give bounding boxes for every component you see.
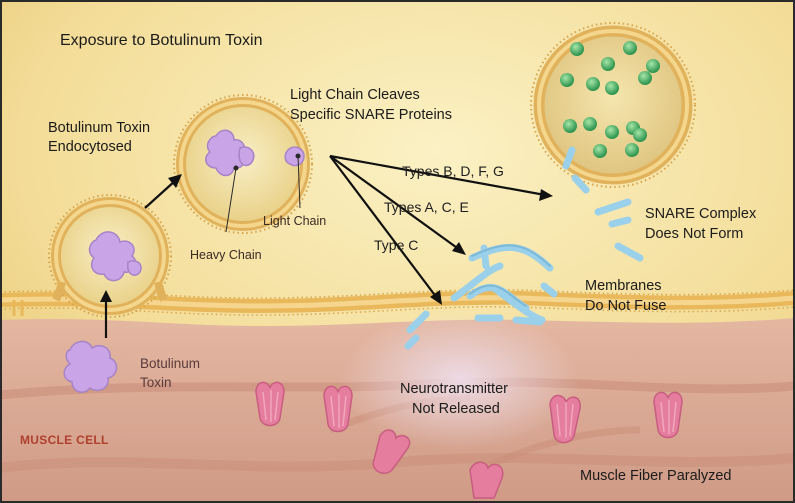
neurotransmitter-line1: Neurotransmitter (400, 379, 508, 399)
light-chain-label: Light Chain (263, 211, 326, 231)
membranes-line2: Do Not Fuse (585, 296, 666, 316)
heavy-chain-label: Heavy Chain (190, 245, 262, 265)
snare-complex-line2: Does Not Form (645, 224, 743, 244)
muscle-cell-label: MUSCLE CELL (20, 430, 109, 450)
toxin-label-line1: Botulinum (140, 354, 200, 373)
types-ace-label: Types A, C, E (384, 197, 469, 217)
snare-complex-line1: SNARE Complex (645, 204, 756, 224)
diagram-title: Exposure to Botulinum Toxin (60, 31, 262, 51)
neurotransmitter-line2: Not Released (412, 399, 500, 419)
endocytosed-label-line2: Endocytosed (48, 137, 132, 157)
membranes-line1: Membranes (585, 276, 662, 296)
toxin-label-line2: Toxin (140, 373, 172, 392)
light-chain-cleaves-line2: Specific SNARE Proteins (290, 105, 452, 125)
endocytosed-label-line1: Botulinum Toxin (48, 118, 150, 138)
types-bdfg-label: Types B, D, F, G (402, 161, 504, 181)
muscle-fiber-label: Muscle Fiber Paralyzed (580, 466, 732, 486)
light-chain-cleaves-line1: Light Chain Cleaves (290, 85, 420, 105)
type-c-label: Type C (374, 235, 418, 255)
